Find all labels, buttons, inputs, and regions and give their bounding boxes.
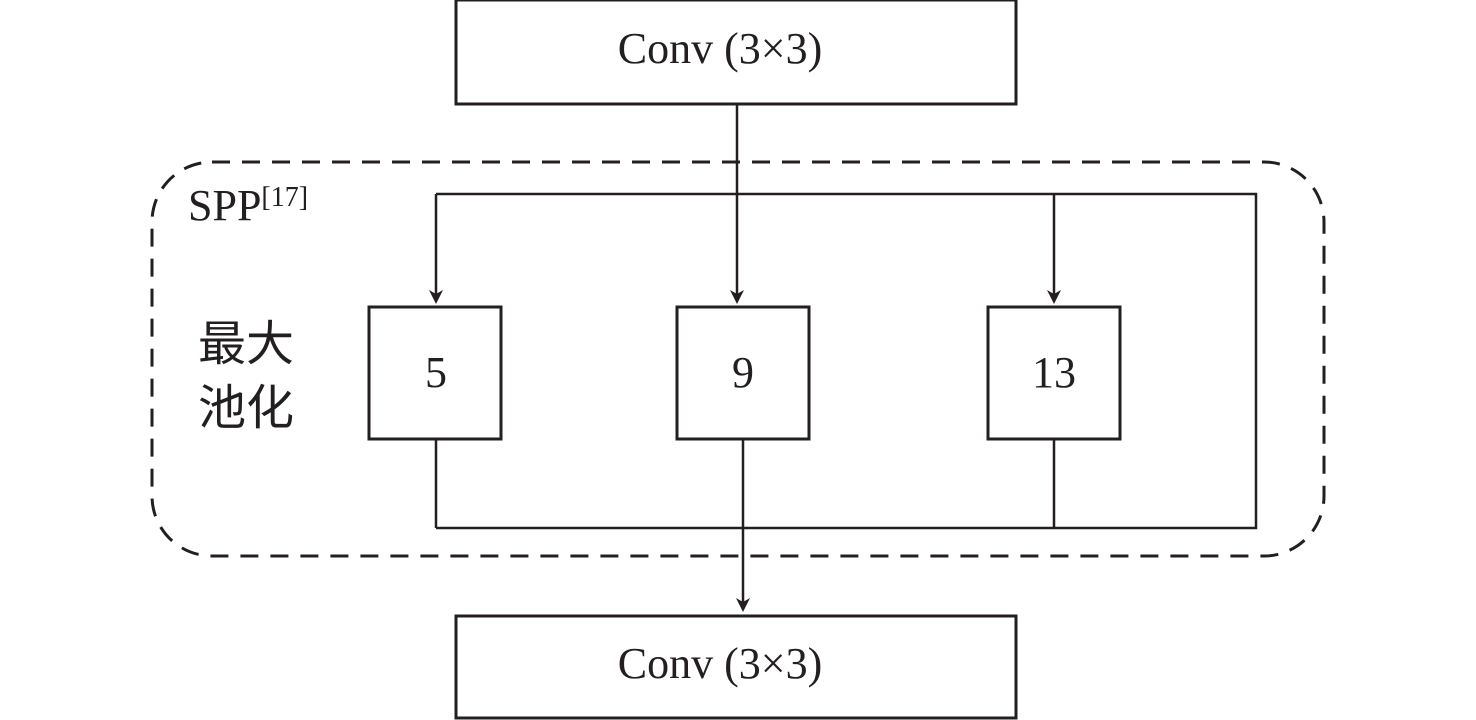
bottom-conv-label: Conv (3×3) [618, 639, 822, 688]
spp-title-text: SPP [188, 181, 261, 230]
side-label-line2: 池化 [198, 382, 294, 435]
skip-connection-frame [436, 192, 1258, 530]
spp-citation: [17] [261, 182, 308, 213]
pool-label-9: 9 [732, 348, 754, 397]
top-conv-block [454, 0, 1018, 106]
spp-title: SPP[17] [188, 181, 308, 230]
bottom-conv-block [454, 614, 1018, 720]
pool-label-13: 13 [1032, 348, 1076, 397]
pool-label-5: 5 [425, 348, 447, 397]
pool-box-13 [986, 305, 1122, 441]
top-conv-label: Conv (3×3) [618, 24, 822, 73]
side-label-line1: 最大 [198, 318, 294, 371]
pool-box-9 [675, 305, 811, 441]
